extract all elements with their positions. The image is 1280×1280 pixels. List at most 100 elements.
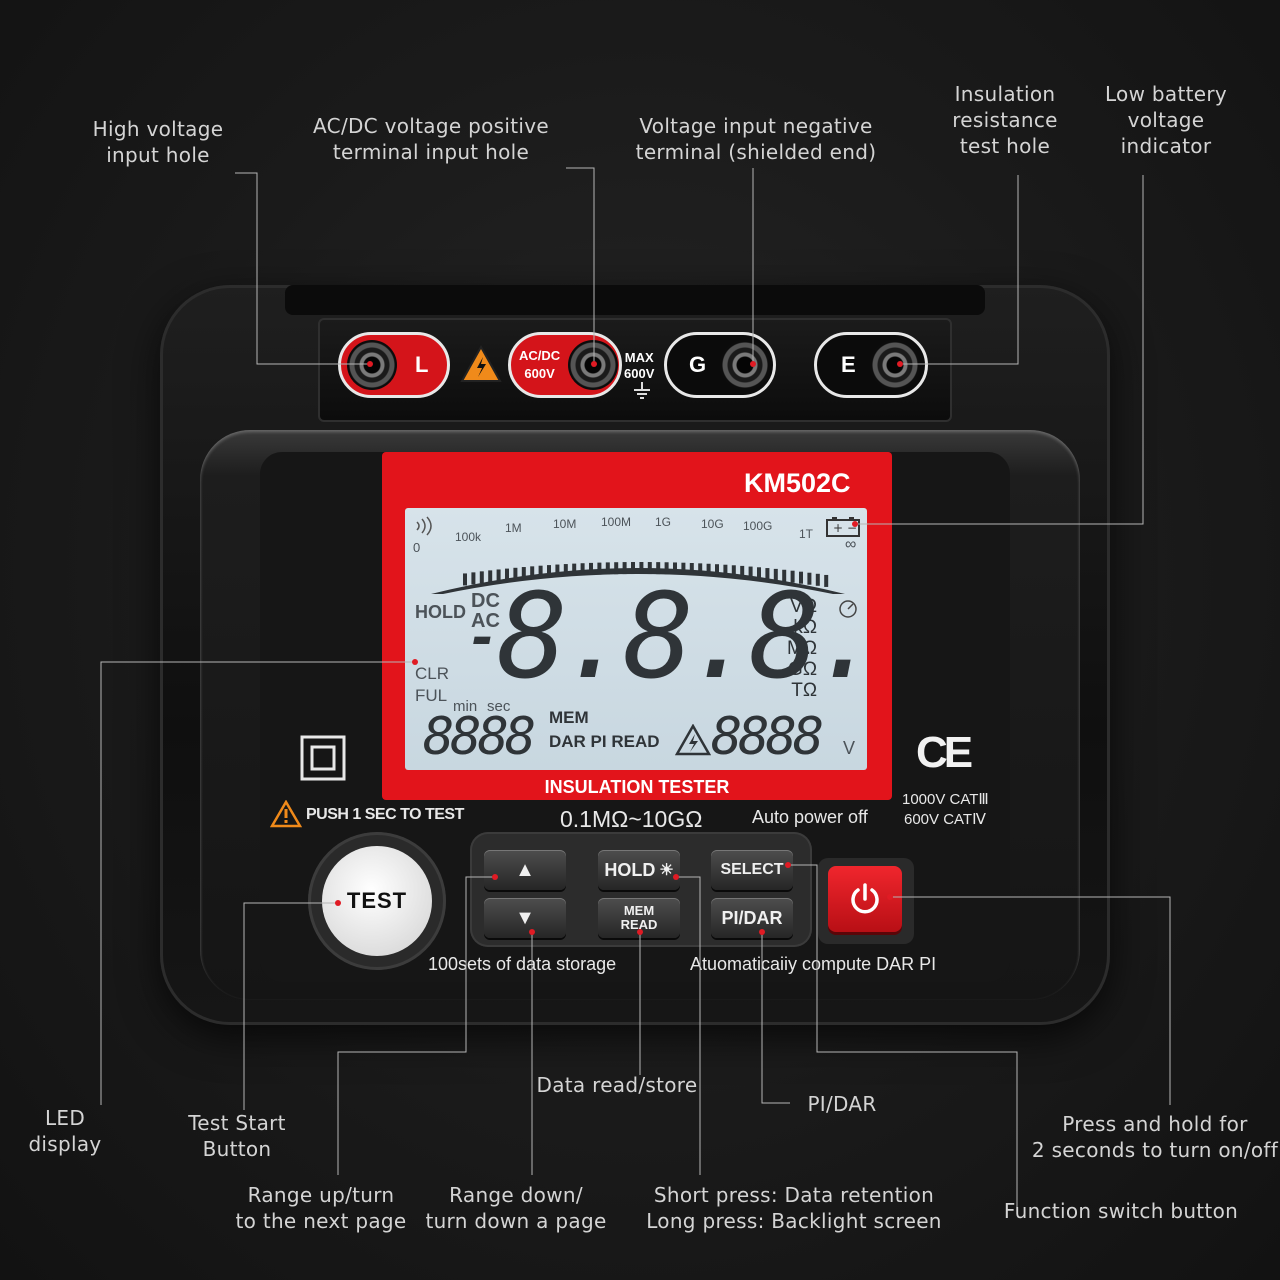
acdc-label: AC/DC [519,348,561,363]
bargraph-segment [521,567,526,580]
g-jack-socket[interactable] [720,340,771,390]
ac-indicator: AC [471,610,500,632]
power-icon [851,883,879,914]
max-line: MAX [624,350,654,365]
e-jack-socket[interactable] [869,340,920,390]
unit-label: VΩ [790,596,818,617]
battery-icon: + − [826,517,860,537]
min-indicator: min [453,698,478,715]
bargraph-segment [790,570,795,583]
scale-tick-label: 100M [601,515,632,529]
bargraph-segment [689,563,694,576]
svg-text:+: + [833,521,843,535]
pidar-button[interactable]: PI/DAR [711,898,793,938]
minus-sign: - [467,608,499,668]
dc-indicator: DC [471,590,500,612]
unit-label: GΩ [788,659,818,680]
callout-hold-backlight: Short press: Data retention Long press: … [646,1183,942,1233]
scale-tick-label: 10G [701,517,724,531]
g-jack[interactable]: G [664,332,776,398]
bargraph-segment [723,564,728,577]
bargraph-segment [513,567,518,580]
scale-tick-label: 1M [505,521,522,535]
bargraph-segment [631,562,635,575]
acdc-jack[interactable]: AC/DC 600V [508,332,622,398]
bargraph-segment [681,562,686,575]
up-arrow-icon: ▲ [515,858,535,881]
pidar-button-label: PI/DAR [721,907,783,928]
l-jack-label: L [415,352,429,377]
scale-tick-label: 1T [799,527,814,541]
bargraph-segment [479,571,484,584]
callout-voltage-negative-input: Voltage input negative terminal (shielde… [635,114,877,164]
unit-label: kΩ [793,617,818,638]
down-arrow-icon: ▼ [515,906,535,929]
bargraph-segment [740,565,745,578]
callout-led-display: LED display [28,1106,102,1156]
push-instruction: PUSH 1 SEC TO TEST [306,806,464,823]
g-jack-label: G [689,352,707,377]
bargraph-segment [530,566,535,579]
range-up-button[interactable]: ▲ [484,850,566,890]
sec-indicator: sec [487,698,511,715]
range-down-button[interactable]: ▼ [484,898,566,938]
l-jack[interactable]: L [338,332,450,398]
bargraph-segment [463,573,467,586]
bargraph-segment [597,562,602,575]
scale-tick-label: 10M [553,517,577,531]
acdc-voltage-label: 600V [524,366,555,381]
bargraph-segment [614,562,619,575]
bargraph-segment [572,563,577,576]
buzzer-icon [416,516,432,536]
mem-label: MEM [623,903,655,918]
insulation-tester-title: INSULATION TESTER [544,777,730,797]
bargraph-segment [580,563,585,576]
time-digits: 8888 [423,707,536,767]
bargraph-segment [673,562,677,575]
bargraph-segment [782,569,787,582]
bargraph-segment [698,563,703,576]
select-button[interactable]: SELECT [711,850,793,890]
unit-label: TΩ [791,680,818,701]
ground-icon [634,382,650,399]
model-name: KM502C [744,468,851,498]
bargraph-segment [647,562,652,575]
scale-infinity: ∞ [845,536,857,553]
bargraph-segment [547,565,551,578]
push-warning-icon [270,800,302,828]
callout-low-battery-indicator: Low battery voltage indicator [1104,82,1228,158]
ful-indicator: FUL [415,686,448,705]
bargraph-segment [622,562,627,575]
dar-pi-read-indicator: DAR PI READ [549,732,660,751]
warning-icon [460,345,502,382]
bargraph-segment [748,566,753,579]
callout-range-up: Range up/turn to the next page [235,1183,407,1233]
callout-test-start-button: Test Start Button [188,1111,286,1161]
voltage-unit: V [843,738,856,758]
bargraph-segment [765,568,770,581]
bargraph-segment [773,568,778,581]
cat-rating-1: 1000V CATⅢ [902,791,989,808]
hold-button[interactable]: HOLD ☀ [598,850,680,890]
max-voltage-label: MAX 600V [624,350,654,382]
callout-acdc-positive-input: AC/DC voltage positive terminal input ho… [313,114,549,164]
scale-tick-label: 100k [455,530,482,544]
range-text: 0.1MΩ~10GΩ [560,806,703,832]
test-button[interactable]: TEST [322,846,432,956]
e-jack[interactable]: E [814,332,928,398]
bargraph-segment [589,562,593,575]
callout-power-hold: Press and hold for 2 seconds to turn on/… [1031,1112,1279,1162]
callout-function-switch: Function switch button [1003,1199,1239,1223]
callout-high-voltage-input: High voltage input hole [92,117,224,167]
scale-tick-label: 1G [655,515,672,529]
bargraph-segment [471,572,476,585]
storage-text: 100sets of data storage [428,954,617,974]
max-voltage-line: 600V [624,366,655,381]
test-button-label: TEST [346,888,408,913]
bargraph-segment [639,562,644,575]
cat-rating-2: 600V CATⅣ [904,811,986,828]
bargraph-segment [706,563,711,576]
bargraph-segment [799,571,803,584]
